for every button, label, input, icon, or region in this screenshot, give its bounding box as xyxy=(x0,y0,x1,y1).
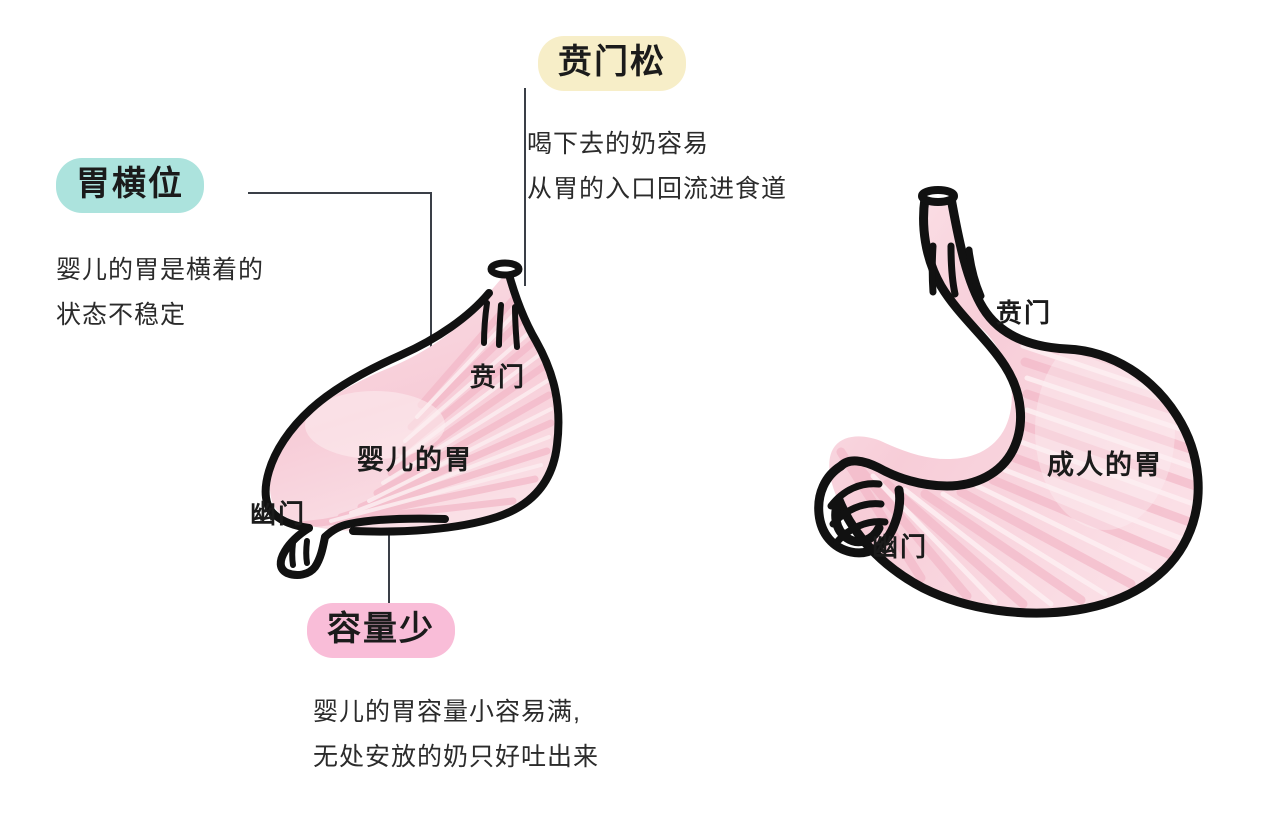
adult-stomach-title: 成人的胃 xyxy=(1047,450,1163,480)
infant-stomach-illustration xyxy=(225,255,590,585)
adult-stomach-illustration xyxy=(775,180,1215,630)
callout-chip-small-capacity[interactable]: 容量少 xyxy=(307,603,455,659)
adult-pylorus-label: 幽门 xyxy=(872,532,929,562)
callout-desc-loose-cardia: 喝下去的奶容易 从胃的入口回流进食道 xyxy=(527,122,787,211)
leader-line-horizontal-stomach-horizontal xyxy=(248,192,432,194)
callout-desc-line: 无处安放的奶只好吐出来 xyxy=(313,742,600,771)
callout-chip-stomach-horizontal[interactable]: 胃横位 xyxy=(56,158,204,214)
callout-desc-line: 婴儿的胃容量小容易满, xyxy=(313,698,581,726)
callout-chip-loose-cardia[interactable]: 贲门松 xyxy=(538,36,686,92)
callout-desc-line: 状态不稳定 xyxy=(56,300,187,329)
callout-desc-small-capacity: 婴儿的胃容量小容易满, 无处安放的奶只好吐出来 xyxy=(313,690,599,779)
callout-desc-line: 喝下去的奶容易 xyxy=(527,130,710,158)
leader-line-vertical-stomach-horizontal xyxy=(430,192,432,430)
callout-desc-line: 从胃的入口回流进食道 xyxy=(527,174,788,203)
callout-desc-stomach-horizontal: 婴儿的胃是横着的 状态不稳定 xyxy=(56,248,264,337)
infant-stomach-title: 婴儿的胃 xyxy=(357,445,473,475)
infant-pylorus-label: 幽门 xyxy=(250,499,307,529)
leader-line-loose-cardia xyxy=(524,88,526,286)
adult-cardia-label: 贲门 xyxy=(996,298,1053,328)
callout-desc-line: 婴儿的胃是横着的 xyxy=(56,256,265,284)
infant-cardia-label: 贲门 xyxy=(470,362,527,392)
leader-line-small-capacity xyxy=(388,490,390,603)
